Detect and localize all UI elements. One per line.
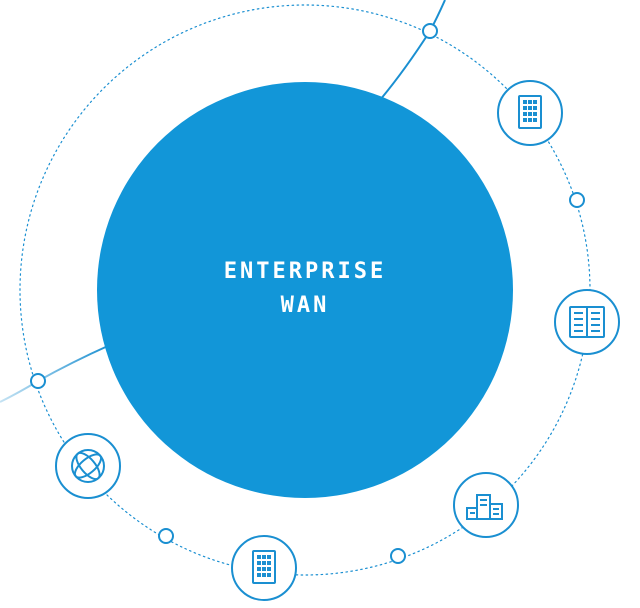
building-node[interactable] [497,80,563,146]
center-title-line2: WAN [280,293,330,318]
connector-dot-left [30,373,46,389]
central-hub [97,82,513,498]
office-building-icon [252,550,276,584]
connector-dot-right [569,192,585,208]
connector-dot-bottom-left [158,528,174,544]
backbone-line-left [0,344,111,403]
office-node[interactable] [231,535,297,601]
connector-dot-bottom-right [390,548,406,564]
internet-node[interactable] [55,433,121,499]
center-title-line1: ENTERPRISE [223,259,387,284]
center-title: ENTERPRISE WAN [150,255,460,323]
backbone-line-top [379,0,446,101]
globe-icon [71,449,105,483]
datacenter-node[interactable] [554,289,620,355]
branch-node[interactable] [453,472,519,538]
office-building-icon [518,95,542,129]
server-rack-icon [569,306,605,338]
connector-dot-top [422,23,438,39]
branch-office-icon [466,494,503,520]
